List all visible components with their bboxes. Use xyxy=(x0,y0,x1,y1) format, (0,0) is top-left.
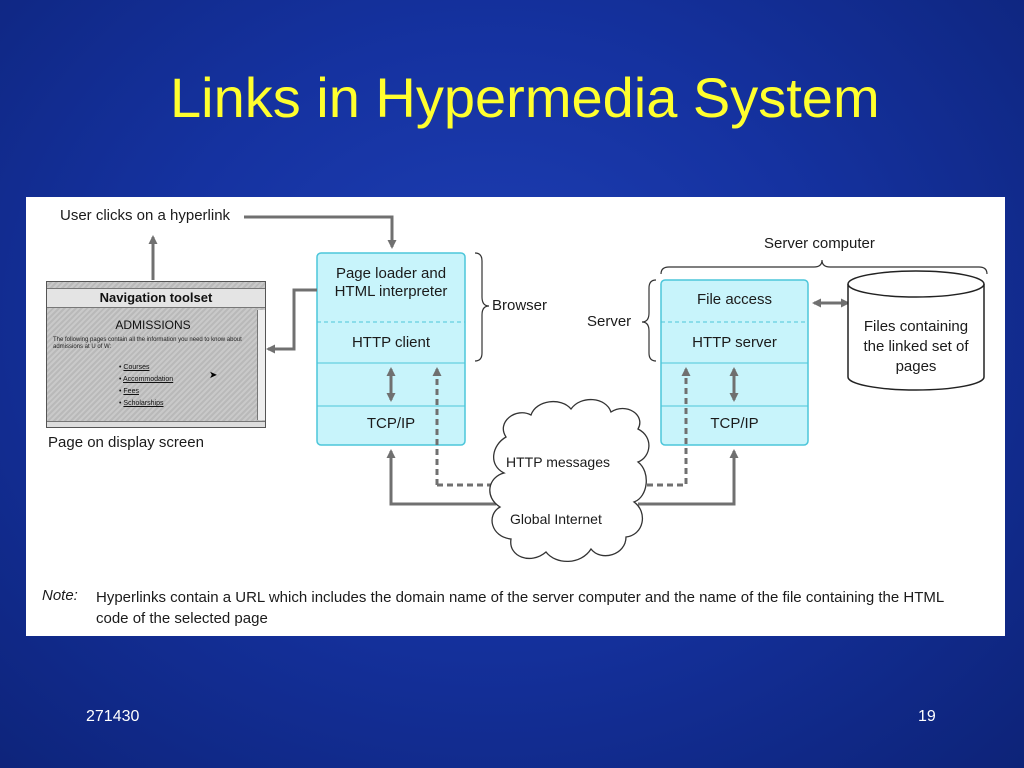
internet-cloud xyxy=(489,398,650,563)
user-clicks-label: User clicks on a hyperlink xyxy=(60,207,231,224)
page-link[interactable]: Scholarships xyxy=(123,400,164,407)
client-tcpip-label: TCP/IP xyxy=(366,415,416,432)
internet-to-server-arrow xyxy=(638,449,739,506)
page-link[interactable]: Fees xyxy=(123,388,139,395)
internet-to-client-arrow xyxy=(386,449,496,506)
cursor-icon: ➤ xyxy=(209,370,218,381)
files-database xyxy=(847,270,985,391)
page-loader-label: Page loader and HTML interpreter xyxy=(334,265,448,300)
server-brace xyxy=(641,279,657,362)
list-item: Scholarships xyxy=(119,398,173,410)
note-label: Note: xyxy=(42,587,78,604)
list-item: Courses xyxy=(119,362,173,374)
admissions-links: Courses Accommodation Fees Scholarships xyxy=(119,362,173,410)
navigation-toolset: Navigation toolset xyxy=(47,288,265,308)
arrow-to-display xyxy=(266,288,317,354)
page-number: 19 xyxy=(918,708,936,725)
server-computer-brace xyxy=(660,259,988,275)
note-text: Hyperlinks contain a URL which includes … xyxy=(96,589,944,627)
slide-title: Links in Hypermedia System xyxy=(170,66,880,129)
browser-brace xyxy=(474,252,490,362)
page-link[interactable]: Accommodation xyxy=(123,376,174,383)
admissions-intro: The following pages contain all the info… xyxy=(53,337,242,350)
http-client-label: HTTP client xyxy=(351,334,431,351)
http-server-label: HTTP server xyxy=(692,334,777,351)
server-tcpip-label: TCP/IP xyxy=(710,415,759,432)
global-internet-label: Global Internet xyxy=(510,511,602,527)
arrow-to-page-loader xyxy=(244,215,397,249)
display-page: Navigation toolset ADMISSIONS The follow… xyxy=(46,281,266,428)
browser-stack xyxy=(316,252,466,446)
list-item: Accommodation xyxy=(119,374,173,386)
list-item: Fees xyxy=(119,386,173,398)
admissions-heading: ADMISSIONS xyxy=(115,318,191,332)
http-messages-label: HTTP messages xyxy=(506,454,610,470)
diagram-panel: Navigation toolset ADMISSIONS The follow… xyxy=(26,197,1005,636)
page-link[interactable]: Courses xyxy=(123,364,150,371)
file-access-label: File access xyxy=(696,291,773,308)
server-label: Server xyxy=(587,313,632,330)
page-on-display-label: Page on display screen xyxy=(48,434,204,451)
files-label: Files containing the linked set of pages xyxy=(863,318,969,375)
server-stack xyxy=(660,279,809,446)
scrollbar[interactable] xyxy=(257,310,265,420)
footer-course-code: 271430 xyxy=(86,708,140,725)
browser-label: Browser xyxy=(492,297,548,314)
diagram-graphics xyxy=(148,215,988,563)
server-computer-label: Server computer xyxy=(764,235,875,252)
status-bar xyxy=(47,421,265,427)
